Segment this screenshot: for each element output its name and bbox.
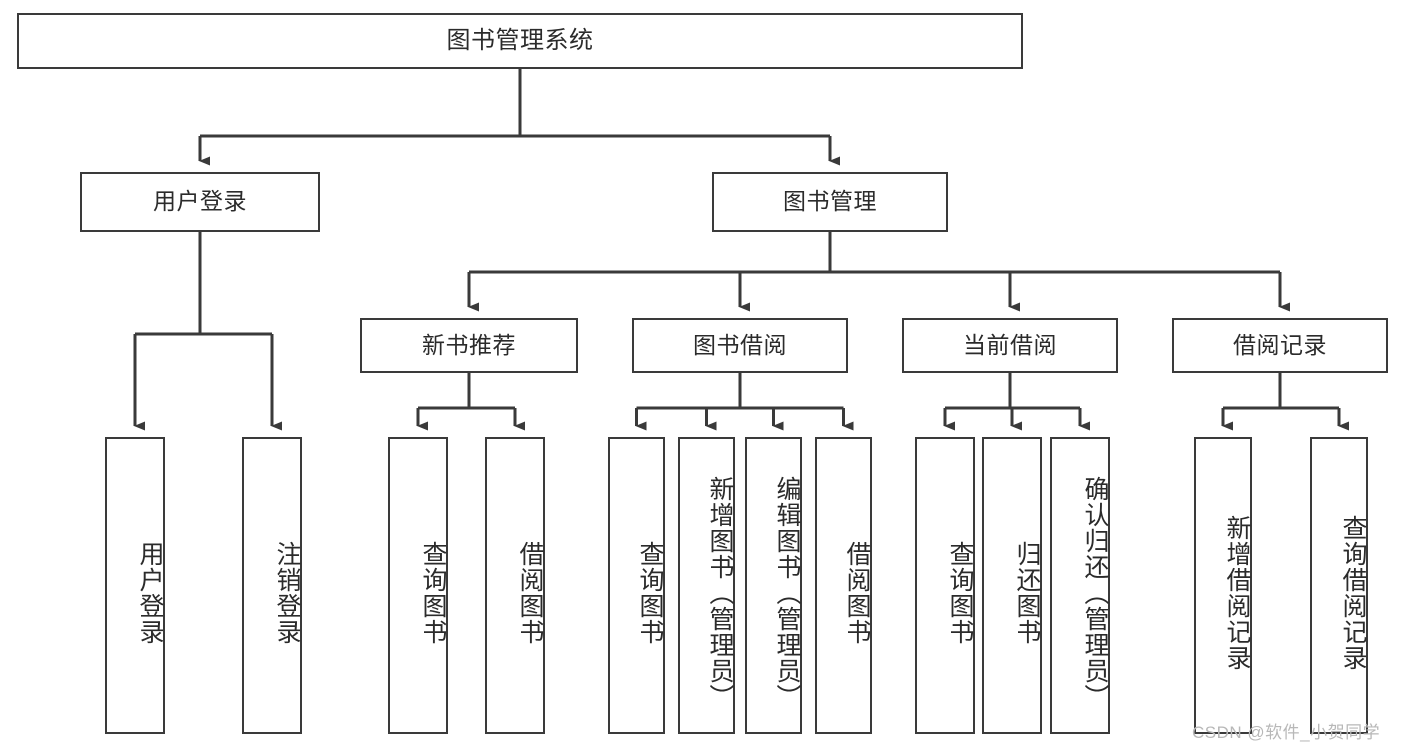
node-leaf-borrow-book-2[interactable]: 借阅图书 xyxy=(815,437,872,734)
node-label: 用户登录 xyxy=(153,188,247,215)
node-new-book-rec[interactable]: 新书推荐 xyxy=(360,318,578,373)
watermark-text: CSDN @软件_小贺同学 xyxy=(1192,723,1381,742)
node-label: 确认归还（管理员） xyxy=(1081,475,1109,710)
node-root[interactable]: 图书管理系统 xyxy=(17,13,1023,69)
node-label: 用户登录 xyxy=(136,540,164,645)
node-leaf-query-book-1[interactable]: 查询图书 xyxy=(388,437,448,734)
node-leaf-add-book[interactable]: 新增图书（管理员） xyxy=(678,437,735,734)
node-label: 新增借阅记录 xyxy=(1223,514,1251,671)
node-label: 查询图书 xyxy=(636,540,664,645)
node-user-login[interactable]: 用户登录 xyxy=(80,172,320,232)
node-leaf-query-book-3[interactable]: 查询图书 xyxy=(915,437,975,734)
node-label: 新书推荐 xyxy=(422,331,516,358)
node-label: 新增图书（管理员） xyxy=(706,475,734,710)
node-label: 借阅图书 xyxy=(516,540,544,645)
node-label: 归还图书 xyxy=(1013,540,1041,645)
node-label: 当前借阅 xyxy=(963,331,1057,358)
node-leaf-borrow-book-1[interactable]: 借阅图书 xyxy=(485,437,545,734)
node-leaf-logout[interactable]: 注销登录 xyxy=(242,437,302,734)
node-label: 图书借阅 xyxy=(693,331,787,358)
node-label: 查询图书 xyxy=(946,540,974,645)
node-book-borrow[interactable]: 图书借阅 xyxy=(632,318,848,373)
node-book-manage[interactable]: 图书管理 xyxy=(712,172,948,232)
node-label: 借阅记录 xyxy=(1233,331,1327,358)
node-label: 查询借阅记录 xyxy=(1339,514,1367,671)
node-label: 图书管理系统 xyxy=(446,26,594,54)
node-leaf-return-book[interactable]: 归还图书 xyxy=(982,437,1042,734)
node-label: 借阅图书 xyxy=(843,540,871,645)
node-leaf-add-record[interactable]: 新增借阅记录 xyxy=(1194,437,1252,734)
node-leaf-user-login[interactable]: 用户登录 xyxy=(105,437,165,734)
node-label: 注销登录 xyxy=(273,540,301,645)
node-borrow-record[interactable]: 借阅记录 xyxy=(1172,318,1388,373)
node-leaf-query-record[interactable]: 查询借阅记录 xyxy=(1310,437,1368,734)
node-label: 查询图书 xyxy=(419,540,447,645)
node-leaf-query-book-2[interactable]: 查询图书 xyxy=(608,437,665,734)
node-label: 编辑图书（管理员） xyxy=(773,475,801,710)
node-label: 图书管理 xyxy=(783,188,877,215)
node-leaf-confirm-return[interactable]: 确认归还（管理员） xyxy=(1050,437,1110,734)
node-leaf-edit-book[interactable]: 编辑图书（管理员） xyxy=(745,437,802,734)
node-current-borrow[interactable]: 当前借阅 xyxy=(902,318,1118,373)
